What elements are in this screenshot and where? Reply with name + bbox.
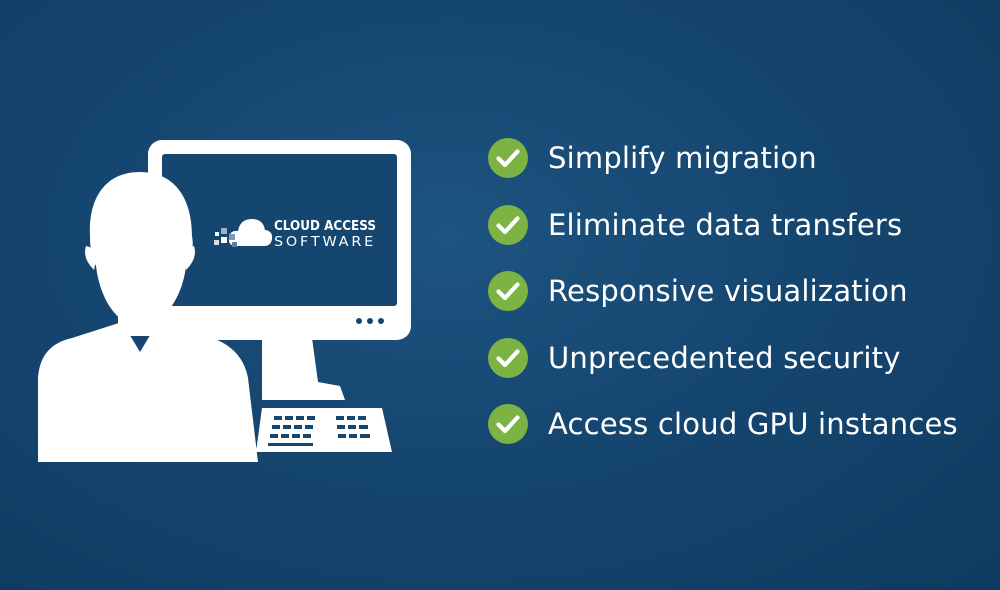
- monitor-stand: [262, 338, 345, 400]
- check-circle-icon: [488, 337, 528, 378]
- monitor-dot: [367, 318, 373, 324]
- cloud-logo-icon: [214, 219, 273, 247]
- list-item: Unprecedented security: [488, 336, 988, 380]
- check-circle-icon: [488, 138, 528, 178]
- benefit-label: Responsive visualization: [548, 274, 908, 308]
- person-body: [38, 322, 258, 462]
- check-circle-icon: [488, 404, 528, 444]
- person-head: [89, 172, 193, 326]
- list-item: Access cloud GPU instances: [488, 402, 988, 446]
- list-item: Eliminate data transfers: [488, 203, 988, 247]
- user-computer-illustration: CLOUD ACCESS SOFTWARE: [38, 140, 411, 462]
- list-item: Responsive visualization: [488, 269, 988, 313]
- logo-line1: CLOUD ACCESS: [274, 218, 376, 234]
- keyboard: [256, 408, 392, 452]
- monitor-dot: [356, 318, 362, 324]
- check-circle-icon: [488, 271, 528, 311]
- logo-line2: SOFTWARE: [274, 235, 376, 250]
- list-item: Simplify migration: [488, 136, 988, 180]
- monitor: [148, 140, 411, 340]
- benefit-label: Access cloud GPU instances: [548, 407, 958, 441]
- benefits-list: Simplify migration Eliminate data transf…: [488, 136, 988, 469]
- person-silhouette: [38, 172, 258, 462]
- benefit-label: Eliminate data transfers: [548, 207, 903, 242]
- benefit-label: Simplify migration: [548, 141, 817, 175]
- check-circle-icon: [488, 204, 528, 245]
- benefit-label: Unprecedented security: [548, 340, 901, 375]
- cloud-access-logo: CLOUD ACCESS SOFTWARE: [214, 218, 376, 250]
- monitor-dot: [378, 318, 384, 324]
